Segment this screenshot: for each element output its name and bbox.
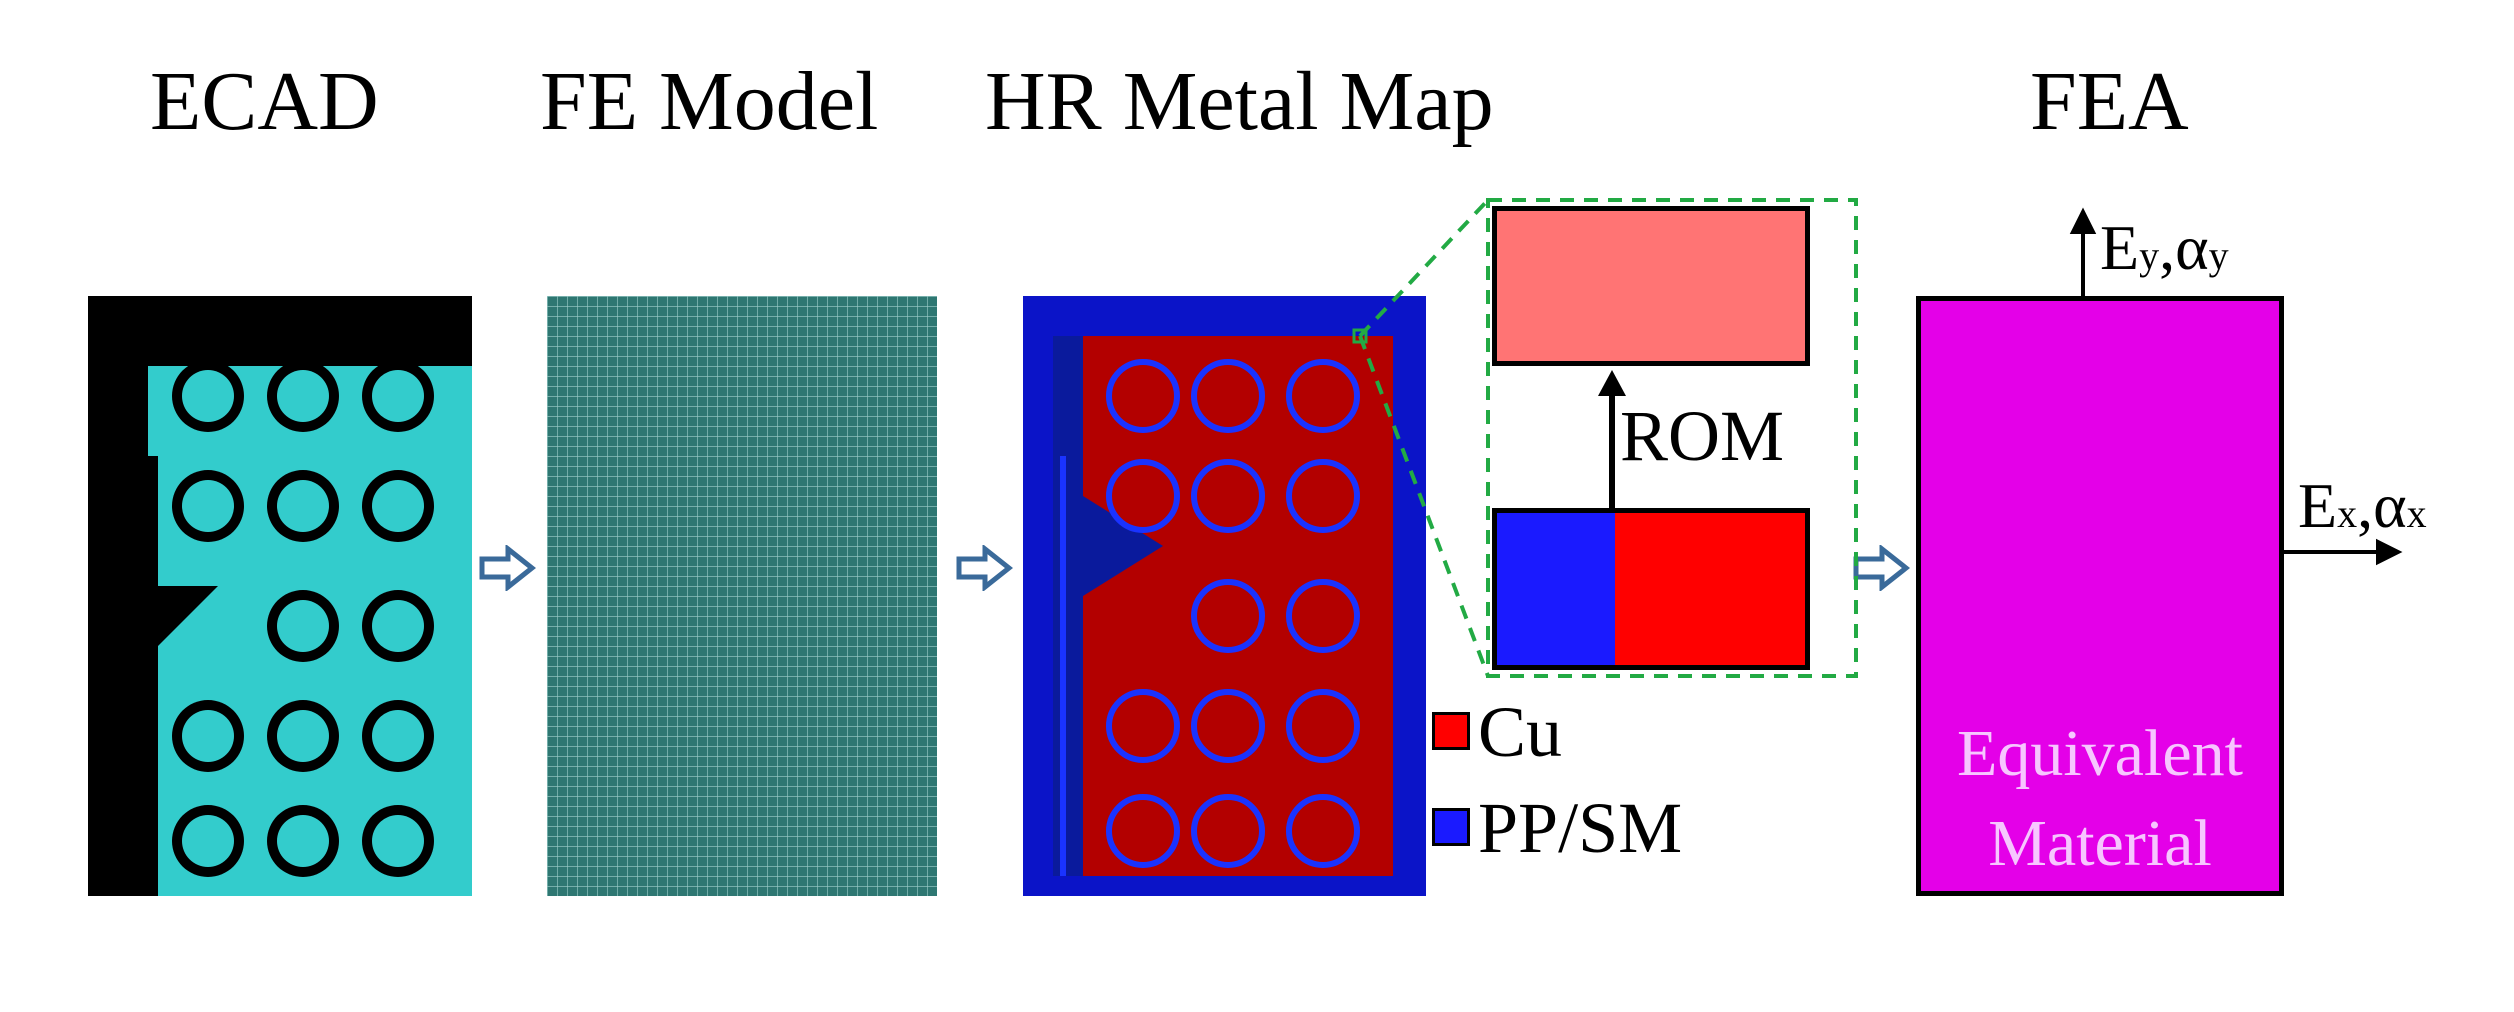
fe-model-mesh-panel: [547, 296, 937, 896]
y-axis-main: E: [2100, 212, 2140, 283]
rom-source-cell: [1492, 508, 1810, 670]
x-axis-label: Ex,αx: [2298, 474, 2427, 538]
x-axis-sub1: x: [2337, 491, 2358, 536]
hr-metal-map-image: [1023, 296, 1426, 896]
rom-equivalent-cell: [1492, 206, 1810, 366]
ecad-title: ECAD: [150, 55, 379, 148]
x-axis-main: E: [2298, 470, 2338, 541]
fe-model-title: FE Model: [540, 55, 879, 148]
ecad-panel: [88, 296, 472, 896]
rom-arrow-icon: [1598, 370, 1626, 508]
fe-mesh-grid: [547, 296, 937, 896]
y-axis-sub2: y: [2208, 233, 2229, 278]
legend-swatch-cu: [1432, 712, 1470, 750]
flow-arrow-icon: [956, 545, 1013, 591]
hr-metal-map-panel: [1023, 296, 1426, 896]
flow-arrow-icon: [479, 545, 536, 591]
flow-arrow-icon: [1853, 545, 1910, 591]
legend-swatch-pp-sm: [1432, 808, 1470, 846]
fea-text-line1: Equivalent: [1957, 717, 2243, 790]
pp-sm-region: [1497, 513, 1615, 665]
rom-label: ROM: [1620, 396, 1785, 476]
legend-label-cu: Cu: [1478, 692, 1563, 772]
x-axis-mid: ,α: [2357, 470, 2407, 541]
fea-text-line2: Material: [1988, 807, 2212, 880]
legend-label-pp-sm: PP/SM: [1478, 788, 1683, 868]
hr-metal-map-title: HR Metal Map: [985, 55, 1494, 148]
y-axis-sub1: y: [2139, 233, 2160, 278]
y-axis-mid: ,α: [2159, 212, 2209, 283]
fea-equivalent-material-panel: Equivalent Material: [1916, 296, 2284, 896]
y-axis-label: Ey,αy: [2100, 216, 2229, 280]
x-axis-sub2: x: [2406, 491, 2427, 536]
fea-title: FEA: [2030, 55, 2189, 148]
ecad-pcb-layout: [88, 296, 472, 896]
